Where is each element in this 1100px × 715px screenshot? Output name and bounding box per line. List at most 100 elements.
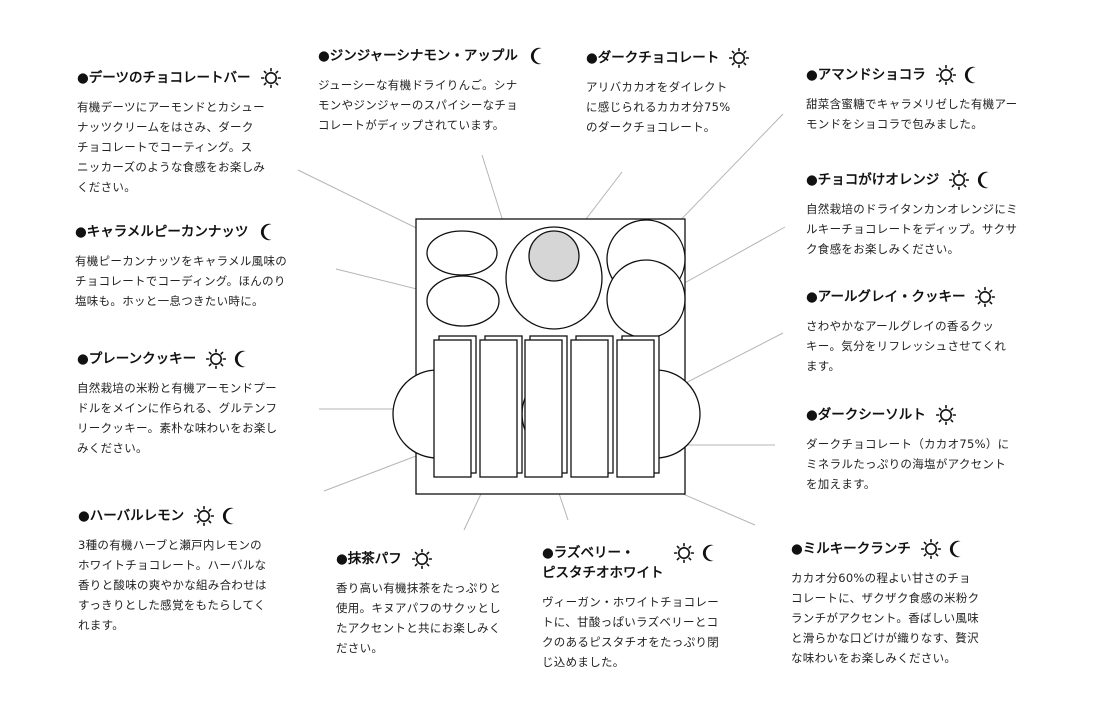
moon-icon bbox=[962, 65, 982, 85]
product-name: ●ラズベリー・ピスタチオホワイト bbox=[542, 543, 664, 583]
product-name: ●ジンジャーシナモン・アップル bbox=[318, 46, 518, 66]
description-line: に感じられるカカオ分75% bbox=[586, 100, 731, 114]
piece-orange bbox=[606, 259, 686, 339]
description-line: ジューシーな有機ドライりんご。シナ bbox=[318, 78, 518, 92]
description-line: 使用。キヌアパフのサクッとし bbox=[336, 601, 501, 615]
product-name-line: ●ジンジャーシナモン・アップル bbox=[318, 48, 518, 64]
description-line: ルキーチョコレートをディップ。サクサ bbox=[806, 222, 1018, 236]
time-of-day-icons bbox=[935, 64, 982, 86]
product-description: 自然栽培の米粉と有機アーモンドプードルをメインに作られる、グルテンフリークッキー… bbox=[77, 378, 277, 458]
product-name-line: ●キャラメルピーカンナッツ bbox=[75, 224, 249, 240]
product-milky-crunch: ●ミルキークランチカカオ分60%の程よい甘さのチョコレートに、ザクザク食感の米粉… bbox=[791, 538, 980, 668]
product-description: ヴィーガン・ホワイトチョコレートに、甘酸っぱいラズベリーとコクのあるピスタチオを… bbox=[542, 592, 720, 672]
product-ginger-apple: ●ジンジャーシナモン・アップルジューシーな有機ドライりんご。シナモンやジンジャー… bbox=[318, 46, 548, 135]
description-line: 香り高い有機抹茶をたっぷりと bbox=[336, 581, 502, 595]
product-title: ●プレーンクッキー bbox=[77, 348, 277, 370]
product-description: さわやかなアールグレイの香るクッキー。気分をリフレッシュさせてくれます。 bbox=[806, 316, 1006, 376]
product-raspberry: ●ラズベリー・ピスタチオホワイトヴィーガン・ホワイトチョコレートに、甘酸っぱいラ… bbox=[542, 542, 720, 672]
description-line: 自然栽培の米粉と有機アーモンドプー bbox=[77, 381, 277, 395]
product-matcha: ●抹茶パフ香り高い有機抹茶をたっぷりと使用。キヌアパフのサクッとしたアクセントと… bbox=[336, 548, 502, 658]
product-name: ●抹茶パフ bbox=[336, 549, 402, 569]
description-line: コレートがディップされています。 bbox=[318, 118, 505, 132]
time-of-day-icons bbox=[935, 404, 956, 426]
product-name-line: ●デーツのチョコレートバー bbox=[77, 70, 251, 86]
product-amande: ●アマンドショコラ甜菜含蜜糖でキャラメリゼした有機アーモンドをショコラで包みまし… bbox=[806, 64, 1017, 134]
description-line: を加えます。 bbox=[806, 477, 876, 491]
description-line: モンやジンジャーのスパイシーなチョ bbox=[318, 98, 519, 112]
product-name-line: ●アマンドショコラ bbox=[806, 67, 926, 83]
product-description: 有機デーツにアーモンドとカシューナッツクリームをはさみ、ダークチョコレートでコー… bbox=[77, 97, 281, 197]
moon-icon bbox=[700, 543, 720, 563]
sun-icon bbox=[673, 542, 694, 564]
description-line: みください。 bbox=[77, 441, 148, 455]
description-line: ヴィーガン・ホワイトチョコレー bbox=[542, 595, 719, 609]
product-name-line: ●プレーンクッキー bbox=[77, 351, 197, 367]
description-line: のダークチョコレート。 bbox=[586, 120, 716, 134]
description-line: たアクセントと共にお楽しみく bbox=[336, 621, 501, 635]
description-line: 3種の有機ハーブと瀬戸内レモンの bbox=[78, 538, 262, 552]
description-line: クのあるピスタチオをたっぷり閉 bbox=[542, 635, 719, 649]
product-description: 有機ピーカンナッツをキャラメル風味のチョコレートでコーディング。ほんのり塩味も。… bbox=[75, 251, 287, 311]
description-line: アリバカカオをダイレクト bbox=[586, 80, 728, 94]
description-line: 有機ピーカンナッツをキャラメル風味の bbox=[75, 254, 288, 268]
description-line: ます。 bbox=[806, 359, 841, 373]
moon-icon bbox=[258, 222, 278, 242]
description-line: 自然栽培のドライタンカンオレンジにミ bbox=[806, 202, 1018, 216]
product-name: ●チョコがけオレンジ bbox=[806, 170, 939, 190]
bar-front-3 bbox=[524, 339, 563, 478]
product-name: ●プレーンクッキー bbox=[77, 349, 196, 369]
description-line: ナッツクリームをはさみ、ダーク bbox=[77, 120, 254, 134]
product-dark-salt: ●ダークシーソルトダークチョコレート（カカオ75%）にミネラルたっぷりの海塩がア… bbox=[806, 404, 1009, 494]
product-dates: ●デーツのチョコレートバー有機デーツにアーモンドとカシューナッツクリームをはさみ… bbox=[77, 67, 281, 197]
product-title: ●ミルキークランチ bbox=[791, 538, 979, 560]
piece-pecan bbox=[426, 275, 500, 327]
sun-icon bbox=[194, 505, 215, 527]
description-line: すっきりとした感覚をもたらしてく bbox=[78, 598, 266, 612]
sun-icon bbox=[920, 538, 941, 560]
description-line: 甜菜含蜜糖でキャラメリゼした有機アー bbox=[806, 97, 1018, 111]
product-dark-chocolate: ●ダークチョコレートアリバカカオをダイレクトに感じられるカカオ分75% のダークチ… bbox=[586, 47, 750, 137]
product-plain-cookie: ●プレーンクッキー自然栽培の米粉と有機アーモンドプードルをメインに作られる、グル… bbox=[77, 348, 277, 458]
sun-icon bbox=[975, 286, 996, 308]
sun-icon bbox=[935, 404, 956, 426]
time-of-day-icons bbox=[729, 47, 750, 69]
description-line: ドルをメインに作られる、グルテンフ bbox=[77, 401, 278, 415]
bar-front-2 bbox=[479, 339, 518, 478]
description-line: リークッキー。素朴な味わいをお楽し bbox=[77, 421, 278, 435]
description-line: 塩味も。ホッと一息つきたい時に。 bbox=[75, 294, 264, 308]
description-line: コレートに、ザクザク食感の米粉ク bbox=[791, 591, 980, 605]
product-name: ●ダークシーソルト bbox=[806, 405, 926, 425]
time-of-day-icons bbox=[260, 67, 281, 89]
piece-cookie-right bbox=[655, 369, 701, 459]
moon-icon bbox=[220, 506, 240, 526]
product-name-line: ●ダークシーソルト bbox=[806, 407, 926, 423]
product-title: ●アマンドショコラ bbox=[806, 64, 1017, 86]
product-name: ●ミルキークランチ bbox=[791, 539, 911, 559]
piece-cookie-left bbox=[392, 369, 438, 459]
product-title: ●ダークチョコレート bbox=[586, 47, 750, 69]
product-description: 甜菜含蜜糖でキャラメリゼした有機アーモンドをショコラで包みました。 bbox=[806, 94, 1017, 134]
sun-icon bbox=[729, 47, 750, 69]
description-line: と滑らかな口どけが織りなす、贅沢 bbox=[791, 631, 979, 645]
description-line: チョコレートでコーティング。ス bbox=[77, 140, 253, 154]
description-line: ミネラルたっぷりの海塩がアクセント bbox=[806, 457, 1007, 471]
time-of-day-icons bbox=[258, 222, 278, 242]
sun-icon bbox=[411, 548, 432, 570]
chocolate-box bbox=[392, 218, 701, 495]
time-of-day-icons bbox=[673, 542, 720, 564]
time-of-day-icons bbox=[206, 348, 252, 370]
product-description: 3種の有機ハーブと瀬戸内レモンのホワイトチョコレート。ハーバルな香りと酸味の爽や… bbox=[78, 535, 267, 635]
product-name: ●キャラメルピーカンナッツ bbox=[75, 222, 248, 242]
product-title: ●ラズベリー・ピスタチオホワイト bbox=[542, 542, 720, 583]
product-name-line: ●ダークチョコレート bbox=[586, 50, 720, 66]
product-title: ●抹茶パフ bbox=[336, 548, 501, 570]
moon-icon bbox=[947, 539, 967, 559]
product-name: ●ダークチョコレート bbox=[586, 48, 719, 68]
bar-front-1 bbox=[433, 339, 472, 478]
description-line: さわやかなアールグレイの香るクッ bbox=[806, 319, 995, 333]
product-orange: ●チョコがけオレンジ自然栽培のドライタンカンオレンジにミルキーチョコレートをディ… bbox=[806, 169, 1018, 259]
product-name: ●アールグレイ・クッキー bbox=[806, 287, 965, 307]
